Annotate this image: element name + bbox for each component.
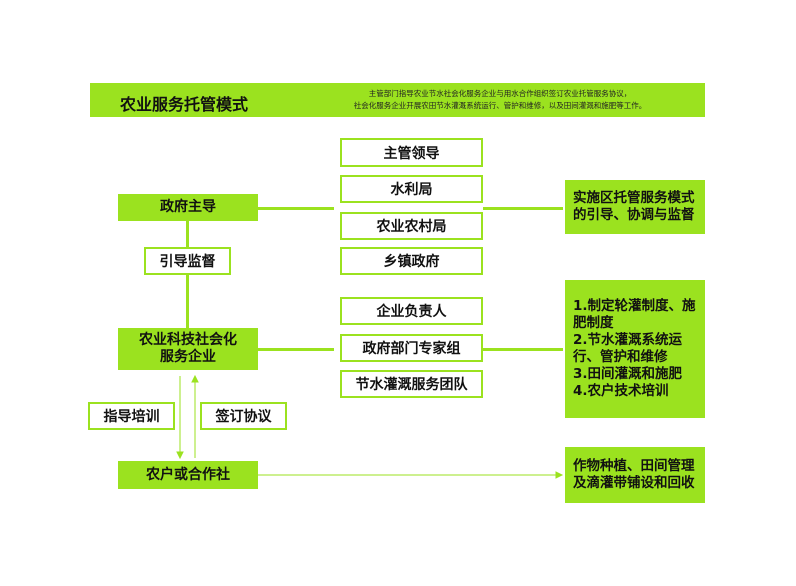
middle-box: 节水灌溉服务团队 — [340, 370, 483, 398]
middle-box: 企业负责人 — [340, 297, 483, 325]
connector — [258, 348, 334, 351]
connector — [483, 348, 563, 351]
service-item: 2.节水灌溉系统运行、管护和维修 — [573, 332, 683, 365]
enterprise-line: 农业科技社会化 — [139, 332, 237, 348]
header-banner — [90, 83, 705, 117]
gov-led-box: 政府主导 — [118, 194, 258, 221]
middle-box: 农业农村局 — [340, 212, 483, 240]
header-description: 主管部门指导农业节水社会化服务企业与用水合作组织签订农业托管服务协议， 社会化服务… — [300, 88, 700, 112]
middle-box: 政府部门专家组 — [340, 334, 483, 362]
connector — [258, 207, 334, 210]
service-item: 1.制定轮灌制度、施肥制度 — [573, 298, 696, 331]
farmers-box: 农户或合作社 — [118, 461, 258, 489]
desc-line: 主管部门指导农业节水社会化服务企业与用水合作组织签订农业托管服务协议， — [368, 89, 632, 98]
training-box: 指导培训 — [88, 402, 175, 430]
enterprise-box: 农业科技社会化服务企业 — [118, 328, 258, 370]
desc-line: 社会化服务企业开展农田节水灌溉系统运行、管护和维修，以及田间灌溉和施肥等工作。 — [353, 101, 647, 110]
middle-box: 乡镇政府 — [340, 247, 483, 275]
agreement-box: 签订协议 — [200, 402, 287, 430]
service-item: 3.田间灌溉和施肥 — [573, 366, 683, 382]
service-item: 4.农户技术培训 — [573, 383, 669, 399]
page-title: 农业服务托管模式 — [120, 95, 249, 114]
right-box-services: 1.制定轮灌制度、施肥制度 2.节水灌溉系统运行、管护和维修 3.田间灌溉和施肥… — [565, 280, 705, 418]
connector — [483, 207, 563, 210]
middle-box: 水利局 — [340, 175, 483, 203]
guide-supervise-box: 引导监督 — [144, 247, 231, 275]
enterprise-line: 服务企业 — [160, 349, 216, 365]
right-box-farming: 作物种植、田间管理及滴灌带铺设和回收 — [565, 447, 705, 503]
middle-box: 主管领导 — [340, 138, 483, 167]
right-box-guidance: 实施区托管服务模式的引导、协调与监督 — [565, 180, 705, 234]
